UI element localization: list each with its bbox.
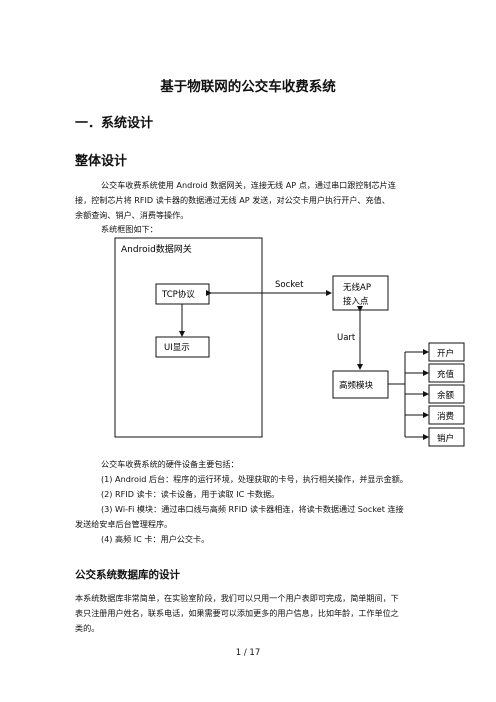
intro-line: 公交车收费系统使用 Android 数据网关，连接无线 AP 点，通过串口跟控制… — [101, 180, 396, 190]
op-box-balance — [428, 384, 465, 404]
ap-label-line2: 接入点 — [343, 296, 369, 307]
intro-line: 余额查询、销户、消费等操作。 — [75, 210, 189, 220]
database-line: 表只注册用户姓名，联系电话，如果需要可以添加更多的用户信息，比如年龄，工作单位之 — [75, 608, 399, 618]
op-label: 消费 — [437, 411, 455, 422]
op-box-recharge — [428, 363, 465, 383]
database-line: 类的。 — [75, 623, 100, 633]
ops-list: 开户 充值 余额 消费 销户 — [405, 342, 465, 447]
hardware-item: (1) Android 后台：程序的运行环境，处理获取的卡号，执行相关操作，并显… — [101, 474, 408, 484]
ap-label-line1: 无线AP — [343, 282, 371, 293]
page-number: 1 / 17 — [235, 648, 261, 658]
op-box-open — [428, 342, 465, 362]
op-label: 销户 — [437, 433, 454, 444]
section-heading-system-design: 一．系统设计 — [75, 116, 154, 131]
gateway-box — [114, 237, 263, 438]
subsection-heading-database: 公交系统数据库的设计 — [75, 569, 180, 581]
uart-label: Uart — [337, 333, 356, 343]
hardware-item: (4) 高频 IC 卡：用户公交卡。 — [101, 534, 210, 544]
socket-label: Socket — [275, 280, 304, 290]
op-label: 开户 — [437, 348, 454, 359]
hardware-list: 公交车收费系统的硬件设备主要包括： (1) Android 后台：程序的运行环境… — [75, 457, 408, 547]
op-label: 余额 — [437, 390, 455, 401]
tcp-label: TCP协议 — [161, 289, 195, 300]
hardware-item: (2) RFID 读卡：读卡设备，用于读取 IC 卡数据。 — [101, 489, 280, 499]
ui-box — [155, 336, 210, 358]
database-line: 本系统数据库非常简单，在实验室阶段，我们可以只用一个用户表即可完成，简单期间，下 — [75, 593, 399, 603]
hardware-item: (3) Wi-Fi 模块：通过串口线与高频 RFID 读卡器相连，将读卡数据通过… — [101, 504, 404, 514]
doc-title: 基于物联网的公交车收费系统 — [160, 79, 336, 95]
database-paragraph: 本系统数据库非常简单，在实验室阶段，我们可以只用一个用户表即可完成，简单期间，下… — [75, 591, 399, 636]
op-box-consume — [428, 405, 465, 425]
intro-paragraph: 公交车收费系统使用 Android 数据网关，连接无线 AP 点，通过串口跟控制… — [75, 178, 425, 223]
ui-label: UI显示 — [164, 343, 190, 353]
gateway-label: Android数据网关 — [121, 243, 192, 255]
op-label: 充值 — [437, 369, 455, 380]
system-block-diagram: Android数据网关 TCP协议 UI显示 Socket 无线AP 接入点 U… — [114, 237, 465, 447]
hardware-intro: 公交车收费系统的硬件设备主要包括： — [101, 459, 239, 469]
intro-line: 接，控制芯片将 RFID 读卡器的数据通过无线 AP 发送，对公交卡用户执行开户… — [75, 195, 390, 205]
subsection-heading-overall-design: 整体设计 — [75, 154, 128, 169]
frame-caption: 系统框图如下： — [101, 224, 158, 234]
op-box-close — [428, 427, 465, 447]
rf-label: 高频模块 — [339, 380, 374, 391]
hardware-item: 发送给安卓后台管理程序。 — [75, 519, 173, 529]
